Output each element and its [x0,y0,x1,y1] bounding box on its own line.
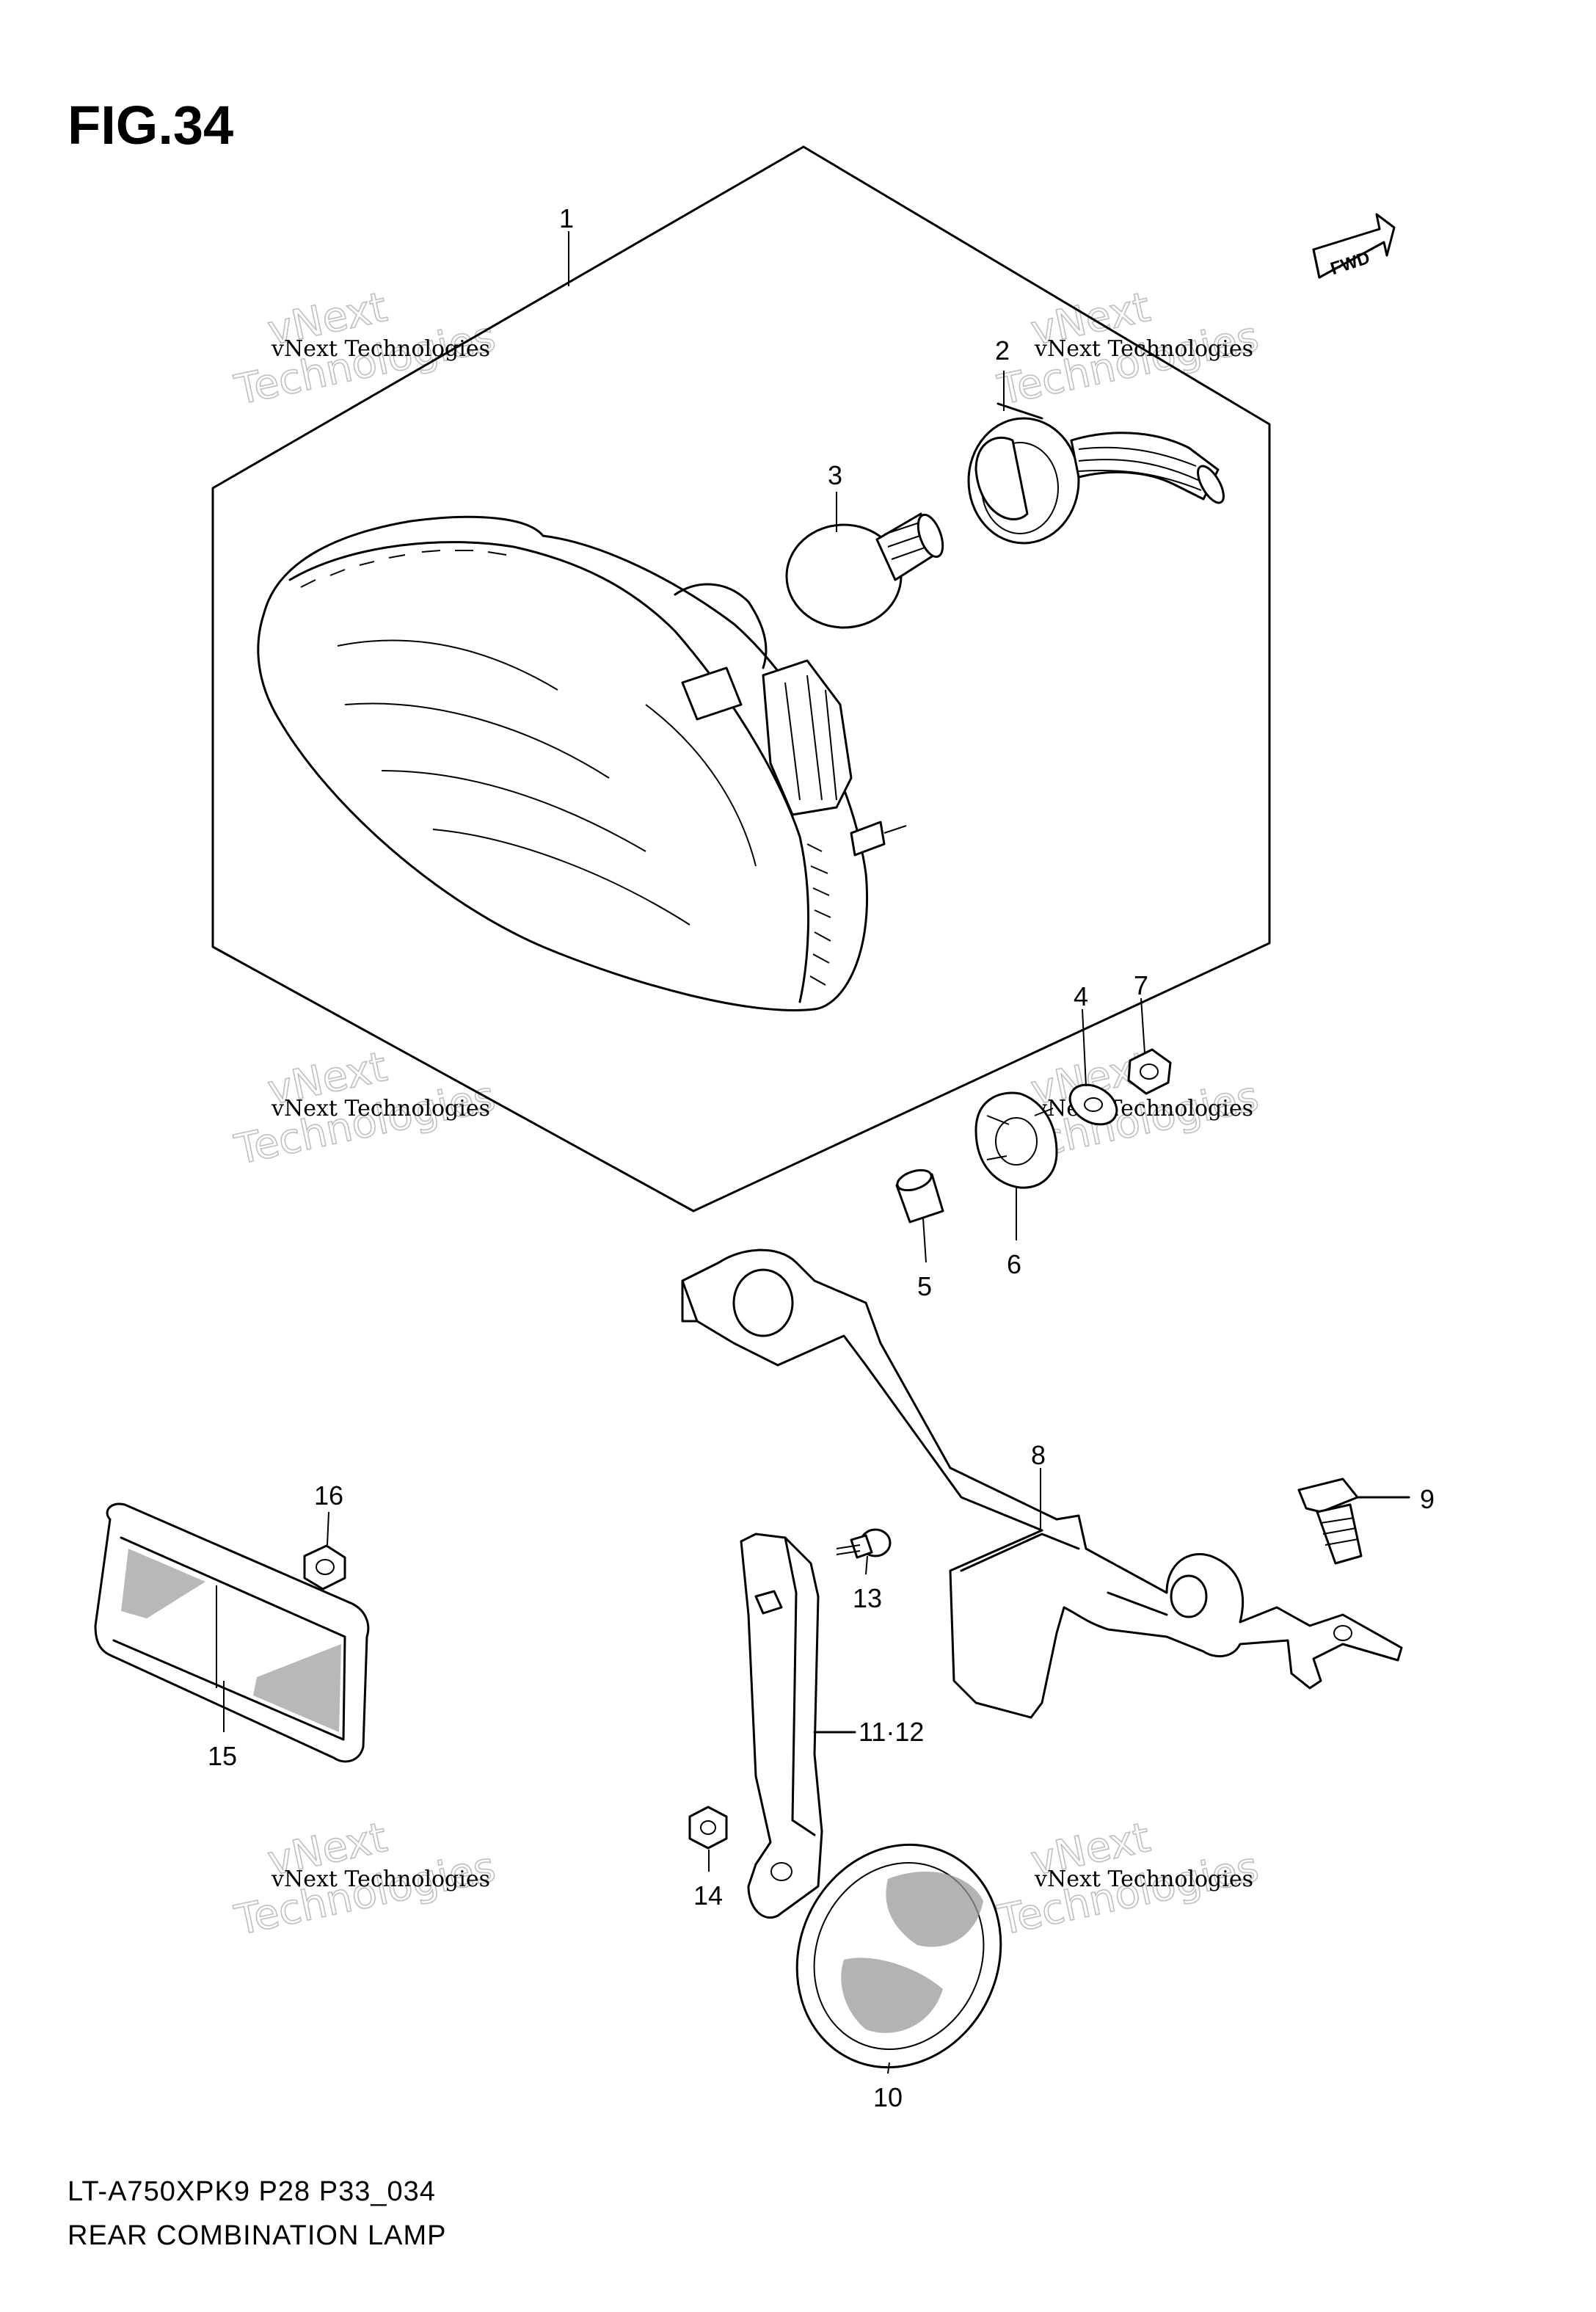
lamp-bracket-part-8 [681,1248,1403,1719]
callout-15: 15 [208,1741,237,1771]
svg-text:vNext Technologies: vNext Technologies [271,336,490,362]
callout-13: 13 [853,1583,882,1613]
watermark-bottom-right: vNext Technologies vNext Technologies [993,1813,1263,1945]
model-code: LT-A750XPK9 P28 P33_034 [68,2176,436,2207]
watermark-bottom-left: vNext Technologies vNext Technologies [230,1813,500,1945]
callout-11-12: 11·12 [859,1717,924,1747]
bolt-part-9 [1297,1477,1410,1565]
figure-caption: REAR COMBINATION LAMP [68,2220,447,2251]
reflector-stay-parts-11-12 [740,1533,856,1919]
callout-14: 14 [693,1880,723,1911]
svg-text:vNext Technologies: vNext Technologies [271,1866,490,1892]
assembly-box [211,145,1271,1213]
callout-1: 1 [559,203,574,233]
svg-text:vNext Technologies: vNext Technologies [1034,1096,1253,1122]
svg-text:vNext Technologies: vNext Technologies [271,1096,490,1122]
callout-8: 8 [1031,1440,1046,1470]
callout-16: 16 [314,1480,343,1511]
bulb [785,512,944,629]
figure-title: FIG.34 [68,95,234,156]
leader-lines [223,231,1145,2074]
collar-part-5 [895,1168,944,1224]
washer-part-4 [1068,1083,1118,1126]
round-reflector-part-10 [795,1843,1002,2069]
callout-9: 9 [1420,1484,1435,1514]
rear-lamp-housing [257,515,907,1011]
callout-7: 7 [1134,970,1148,1000]
flange-nut-part-7 [1127,1048,1172,1095]
fwd-arrow-icon: FWD [1312,213,1396,279]
grommet-part-6 [974,1091,1058,1189]
callout-2: 2 [995,335,1010,366]
watermark-mid-left: vNext Technologies vNext Technologies [230,1042,500,1174]
rect-reflector-part-15 [94,1502,370,1763]
watermark-top-left: vNext Technologies vNext Technologies [230,283,500,415]
callout-6: 6 [1007,1249,1021,1279]
nut-part-14 [688,1806,728,1850]
svg-text:vNext Technologies: vNext Technologies [1034,1866,1253,1892]
callout-3: 3 [828,460,842,490]
nut-part-16 [303,1544,346,1591]
bulb-socket [967,402,1225,545]
callout-4: 4 [1074,981,1088,1011]
callout-numbers: 1 2 3 4 5 6 7 8 9 10 11·12 13 14 15 16 [208,203,1435,2112]
callout-5: 5 [917,1271,932,1301]
screw-part-13 [836,1528,892,1559]
callout-10: 10 [873,2082,903,2112]
